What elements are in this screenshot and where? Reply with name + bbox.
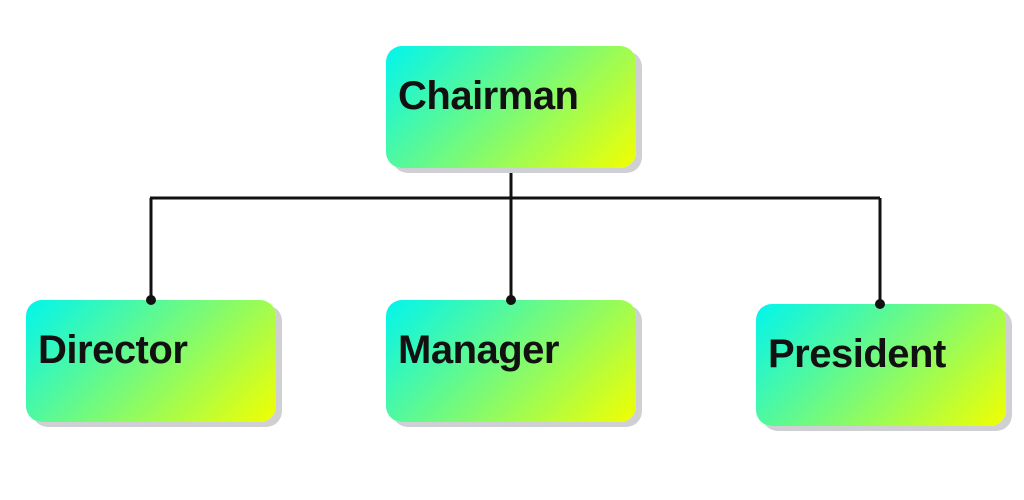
node-manager: Manager bbox=[386, 300, 636, 422]
node-label-director: Director bbox=[38, 328, 188, 372]
connector-dot-manager bbox=[506, 295, 516, 305]
node-director: Director bbox=[26, 300, 276, 422]
node-label-chairman: Chairman bbox=[398, 74, 579, 118]
connector-dot-director bbox=[146, 295, 156, 305]
node-label-president: President bbox=[768, 332, 946, 376]
node-label-manager: Manager bbox=[398, 328, 560, 372]
node-chairman: Chairman bbox=[386, 46, 636, 168]
connector-dot-president bbox=[875, 299, 885, 309]
node-president: President bbox=[756, 304, 1006, 426]
